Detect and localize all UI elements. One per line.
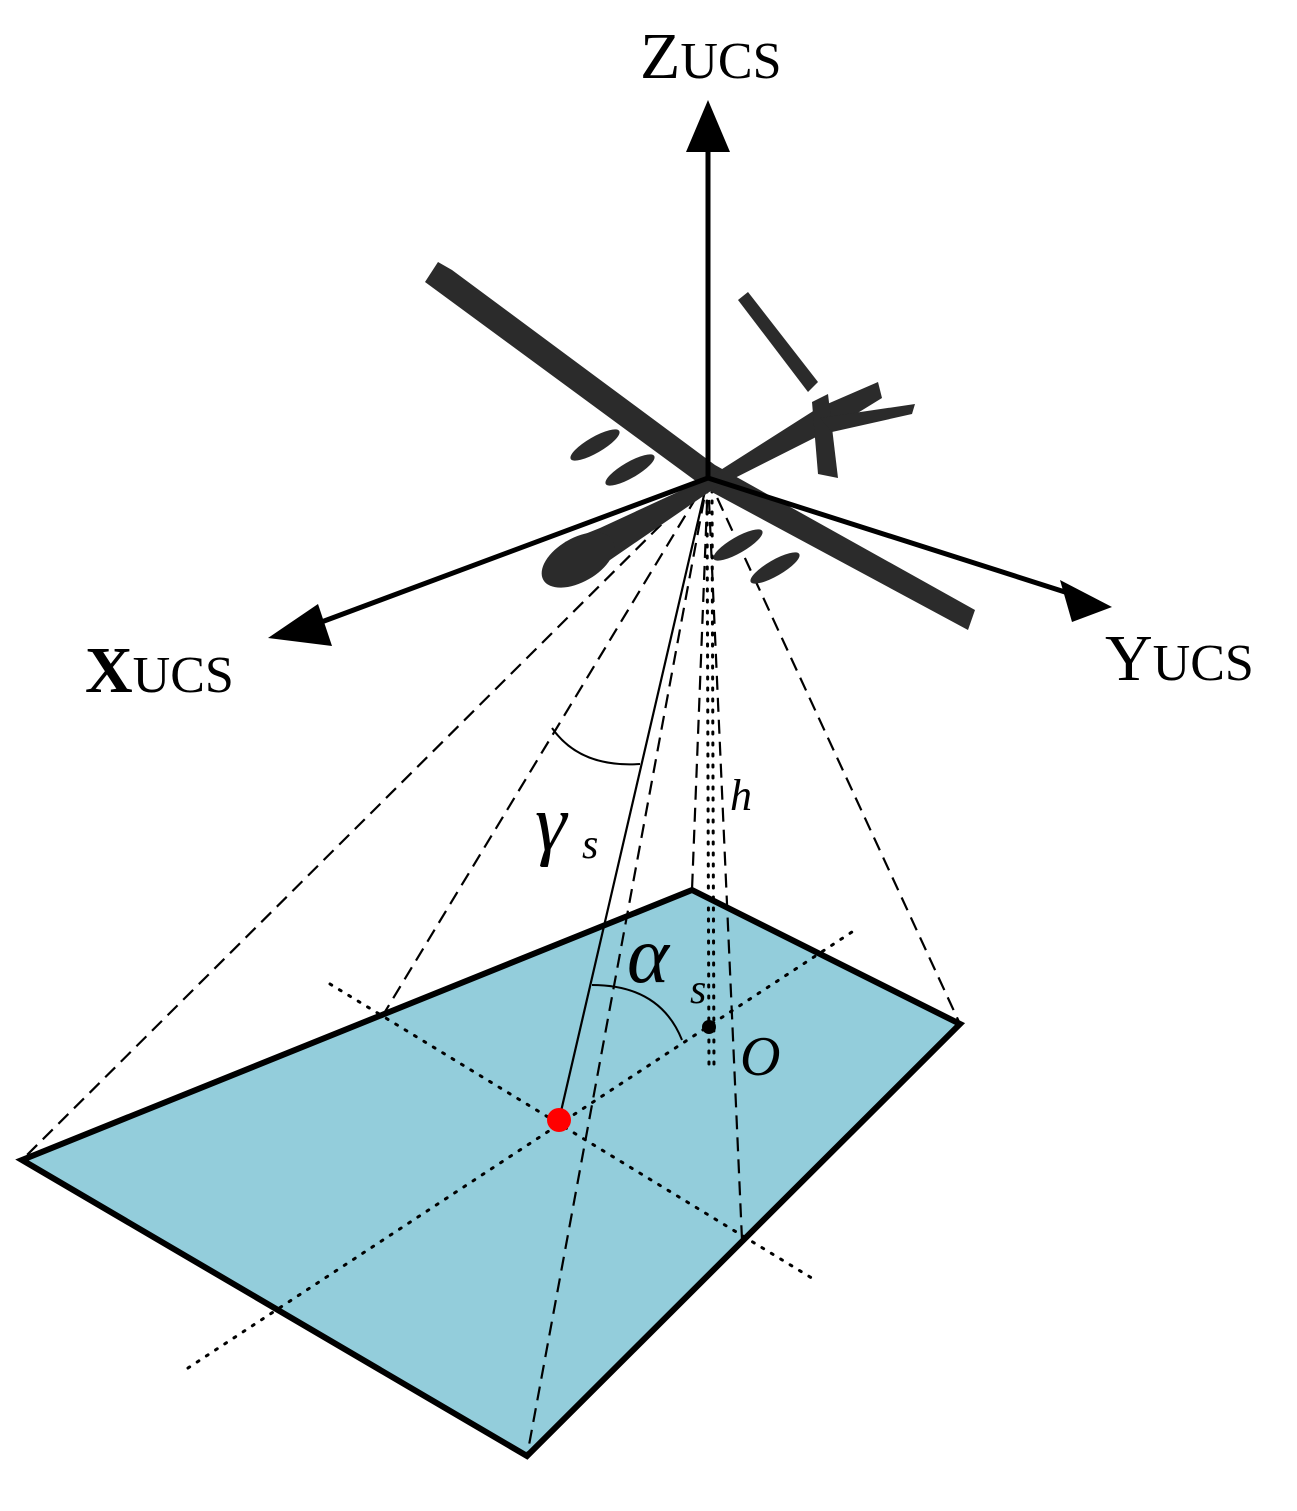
origin-point xyxy=(702,1020,716,1034)
z-arrowhead xyxy=(686,100,730,152)
y-axis xyxy=(707,475,1093,603)
gamma-subscript: s xyxy=(582,822,598,868)
x-axis-label: XUCS xyxy=(85,634,234,707)
ucs-axes xyxy=(297,137,1093,633)
fov-edge-left xyxy=(21,477,709,1161)
z-axis-label: ZUCS xyxy=(640,20,781,93)
origin-symbol: O xyxy=(740,1026,780,1088)
alpha-subscript: s xyxy=(690,967,706,1013)
ground-footprint xyxy=(15,886,966,1460)
fov-mid-left xyxy=(379,477,709,1021)
x-axis xyxy=(297,475,709,633)
target-point xyxy=(547,1108,571,1132)
height-symbol: h xyxy=(730,771,752,820)
uav-aircraft-icon xyxy=(425,262,975,630)
fov-lines xyxy=(21,477,961,1457)
y-axis-label: YUCS xyxy=(1105,622,1254,695)
fov-edge-right xyxy=(707,477,961,1025)
fov-edge-front xyxy=(525,477,710,1457)
nadir-dotted-line xyxy=(705,488,711,1074)
footprint-centerlines xyxy=(186,488,857,1370)
line-of-sight xyxy=(557,477,710,1121)
y-arrowhead xyxy=(1060,580,1112,622)
nadir-dotted-line-2 xyxy=(710,488,716,1074)
gamma-angle-arc xyxy=(551,727,641,766)
centerline-a xyxy=(328,982,817,1282)
x-arrowhead xyxy=(268,604,332,646)
alpha-symbol: α xyxy=(627,912,671,1000)
gamma-symbol: γ xyxy=(535,780,569,868)
fov-mid-right xyxy=(706,477,744,1241)
axis-arrowheads xyxy=(268,100,1112,646)
fov-edge-back xyxy=(690,477,710,891)
alpha-angle-arc xyxy=(591,984,683,1041)
centerline-b xyxy=(186,928,857,1370)
